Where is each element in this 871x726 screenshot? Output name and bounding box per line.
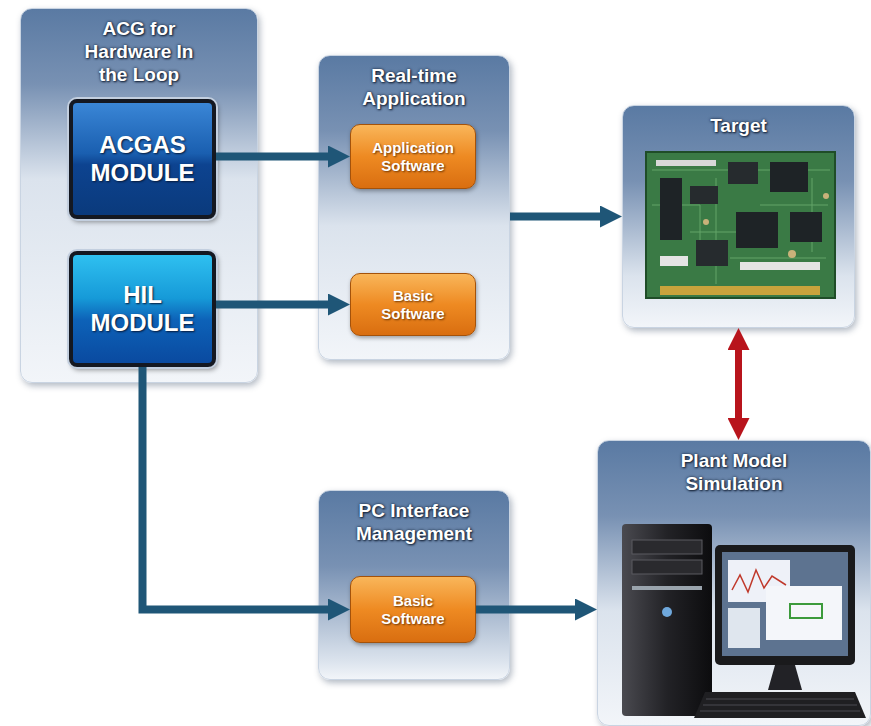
drive-bay [632,540,702,554]
module-box: HIL MODULE [69,251,216,367]
window [728,560,790,602]
header [740,262,820,270]
circuit-board [646,152,835,298]
chip [696,240,728,266]
header [656,160,716,166]
board-traces [652,170,830,284]
chip [728,162,758,184]
edge-connector [660,286,820,295]
target-panel: Target [622,105,855,328]
tower-trim [632,586,702,590]
plant-panel: Plant Model Simulation [597,440,871,726]
panel-heading: ACG for Hardware In the Loop [69,17,209,86]
module-box: ACGAS MODULE [69,99,216,219]
panel-heading: PC Interface Management [332,499,497,545]
keyboard [694,692,866,718]
panel-heading: Real-time Application [334,64,494,110]
flow-arrow [216,301,328,309]
plot-line [732,570,786,592]
software-box: Basic Software [350,576,476,643]
monitor [715,545,855,665]
component [788,250,796,258]
chip [690,186,718,204]
drive-bay [632,560,702,574]
header [660,256,688,266]
software-box: Basic Software [350,273,476,336]
group-panel: PC Interface ManagementBasic Software [318,490,510,680]
board [646,152,835,298]
box-label: HIL MODULE [79,281,206,337]
link-arrow [735,350,742,418]
keyboard-keys [700,699,860,711]
window [766,586,842,640]
box-label: Application Software [361,139,465,175]
chip [660,178,682,240]
group-panel: Real-time ApplicationApplication Softwar… [318,55,510,360]
flow-arrow [216,153,328,161]
box-label: Basic Software [361,592,465,628]
panel-heading: Plant Model Simulation [644,449,824,495]
box-label: ACGAS MODULE [79,131,206,187]
connectors [143,157,739,610]
screen [722,552,848,656]
chip [770,162,808,192]
panel-heading: Target [639,114,839,137]
monitor-stand [768,665,802,690]
flow-arrow [510,213,600,221]
flow-arrow [143,367,329,610]
component [703,219,709,225]
window [728,608,760,648]
computer [622,524,866,718]
tower [622,524,712,716]
group-panel: ACG for Hardware In the LoopACGAS MODULE… [20,8,258,383]
block-symbol [790,604,822,618]
flow-arrow [476,606,575,614]
chip [736,212,778,248]
power-button [662,607,672,617]
chip [790,212,822,242]
software-box: Application Software [350,124,476,189]
component [823,193,829,199]
box-label: Basic Software [361,287,465,323]
